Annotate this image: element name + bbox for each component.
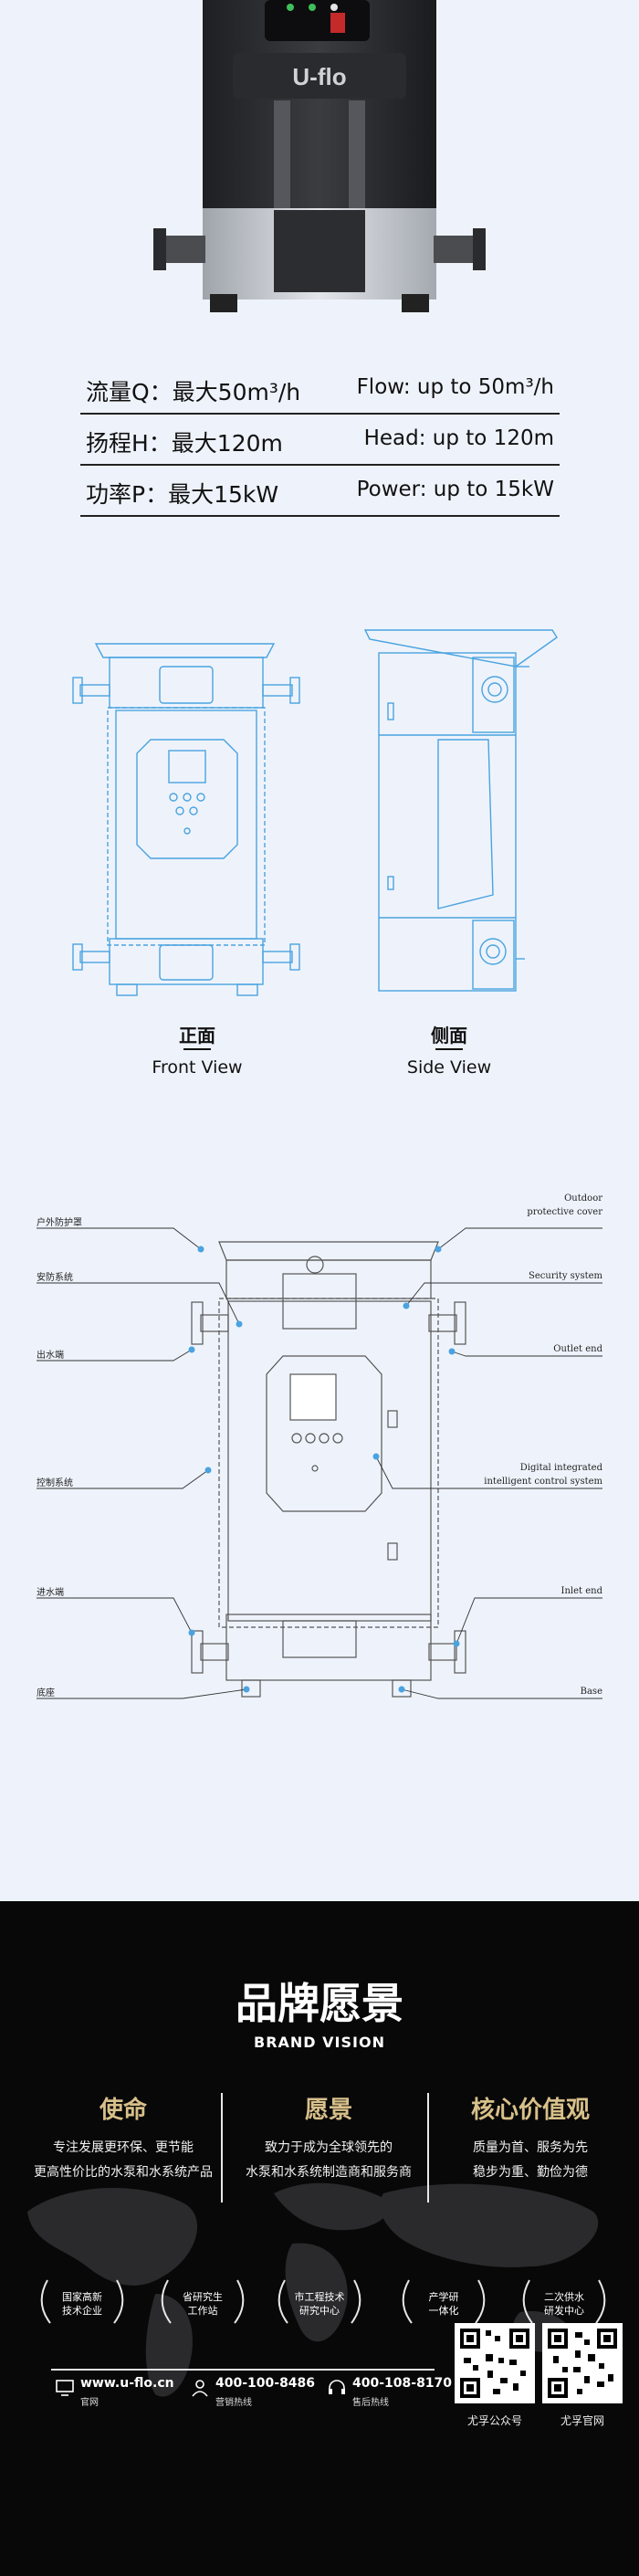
service-hotline-label: 售后热线 (352, 2398, 389, 2408)
label-inlet-en: Inlet end (560, 1586, 602, 1596)
values-line-2: 稳步为重、勤俭为德 (473, 2165, 588, 2180)
divider (435, 1048, 463, 1050)
front-view-title-cn: 正面 (179, 1025, 215, 1046)
mission-line-2: 更高性价比的水泵和水系统产品 (34, 2165, 213, 2180)
spec-head-cn: 扬程H：最大120m (86, 430, 283, 457)
contact-service-hotline[interactable]: 400-108-8170 售后热线 (327, 2376, 455, 2413)
vision-line-2: 水泵和水系统制造商和服务商 (246, 2165, 412, 2180)
side-view-title-cn: 侧面 (431, 1025, 467, 1046)
label-outlet-cn: 出水端 (37, 1351, 64, 1361)
spec-power-en: Power: up to 15kW (356, 478, 554, 501)
qr-code-wechat[interactable] (455, 2323, 535, 2403)
badge-graduate-station-line-2: 工作站 (187, 2305, 218, 2317)
product-photo: U-flo (153, 0, 486, 312)
badge-water-supply-rd-line-1: 二次供水 (544, 2291, 584, 2303)
user-icon (192, 2380, 208, 2397)
website-value: www.u-flo.cn (80, 2376, 174, 2391)
values-heading: 核心价值观 (470, 2097, 590, 2124)
contact-sales-hotline[interactable]: 400-100-8486 营销热线 (190, 2376, 318, 2413)
front-view-drawing (72, 643, 300, 996)
front-view-title-en: Front View (152, 1057, 243, 1078)
badge-engineering-center-line-1: 市工程技术 (294, 2291, 345, 2303)
label-base-cn: 底座 (37, 1688, 55, 1698)
label-control-en: Digital integrated intelligent control s… (484, 1463, 602, 1487)
annotated-diagram (37, 1227, 602, 1699)
website-label: 官网 (80, 2398, 99, 2408)
sales-hotline-value: 400-100-8486 (215, 2376, 316, 2391)
label-control-cn: 控制系统 (37, 1478, 73, 1488)
spec-row-flow: 流量Q：最大50m³/h Flow: up to 50m³/h (80, 363, 560, 415)
label-outlet-en: Outlet end (553, 1344, 602, 1354)
badge-water-supply-rd-line-2: 研发中心 (544, 2305, 584, 2317)
badge-industry-academia: 产学研 一体化 (398, 2276, 489, 2330)
monitor-icon (56, 2380, 74, 2396)
qr-wechat-label: 尤孚公众号 (466, 2414, 522, 2427)
brand-subtitle: BRAND VISION (254, 2034, 385, 2051)
divider (183, 1048, 211, 1050)
mission-heading: 使命 (99, 2097, 147, 2124)
badge-industry-academia-line-2: 一体化 (428, 2305, 459, 2317)
spec-flow-en: Flow: up to 50m³/h (356, 375, 554, 399)
laurel-icon (522, 2279, 606, 2324)
label-inlet-cn: 进水端 (37, 1588, 64, 1598)
vision-line-1: 致力于成为全球领先的 (265, 2140, 393, 2155)
laurel-wreath-icons (40, 2279, 606, 2324)
spec-row-head: 扬程H：最大120m Head: up to 120m (80, 415, 560, 466)
side-view-title-en: Side View (406, 1057, 492, 1078)
badge-engineering-center-line-2: 研究中心 (299, 2305, 340, 2317)
badge-high-tech-line-2: 技术企业 (62, 2305, 102, 2317)
divider (51, 2369, 435, 2371)
label-outdoor-cover-cn: 户外防护罩 (37, 1218, 82, 1228)
laurel-icon (40, 2279, 124, 2324)
spec-head-en: Head: up to 120m (363, 426, 554, 450)
badge-graduate-station: 省研究生 工作站 (157, 2276, 248, 2330)
qr-website-label: 尤孚官网 (560, 2414, 604, 2427)
spec-flow-cn: 流量Q：最大50m³/h (86, 379, 301, 405)
mission-line-1: 专注发展更环保、更节能 (53, 2140, 194, 2155)
laurel-icon (402, 2279, 486, 2324)
contact-website[interactable]: www.u-flo.cn 官网 (55, 2376, 174, 2413)
spec-row-power: 功率P：最大15kW Power: up to 15kW (80, 466, 560, 517)
values-line-1: 质量为首、服务为先 (473, 2140, 588, 2155)
badge-engineering-center: 市工程技术 研究中心 (274, 2276, 365, 2330)
product-logo: U-flo (292, 63, 346, 90)
qr-code-website[interactable] (542, 2323, 623, 2403)
world-map-background (27, 2182, 599, 2397)
headset-icon (329, 2380, 345, 2394)
spec-power-cn: 功率P：最大15kW (86, 481, 279, 508)
divider (80, 464, 560, 466)
badge-high-tech-line-1: 国家高新 (62, 2291, 102, 2303)
label-security-en: Security system (529, 1271, 602, 1281)
side-view-drawing (363, 629, 558, 992)
technical-drawings (72, 629, 558, 996)
divider (221, 2093, 223, 2203)
brand-title: 品牌愿景 (236, 1979, 403, 2028)
divider (80, 515, 560, 517)
badge-industry-academia-line-1: 产学研 (428, 2291, 459, 2303)
label-base-en: Base (580, 1687, 602, 1697)
vision-heading: 愿景 (304, 2097, 352, 2124)
laurel-icon (161, 2279, 245, 2324)
badge-high-tech: 国家高新 技术企业 (37, 2276, 128, 2330)
label-security-cn: 安防系统 (37, 1273, 73, 1283)
sales-hotline-label: 营销热线 (215, 2398, 252, 2408)
label-outdoor-cover-en: Outdoor protective cover (527, 1193, 602, 1217)
brand-vision-section: 品牌愿景 BRAND VISION 使命 专注发展更环保、更节能 更高性价比的水… (0, 1901, 639, 2576)
divider (80, 413, 560, 415)
badge-water-supply-rd: 二次供水 研发中心 (519, 2276, 610, 2330)
laurel-icon (278, 2279, 361, 2324)
badge-graduate-station-line-1: 省研究生 (183, 2291, 223, 2303)
service-hotline-value: 400-108-8170 (352, 2376, 453, 2391)
divider (427, 2093, 429, 2203)
